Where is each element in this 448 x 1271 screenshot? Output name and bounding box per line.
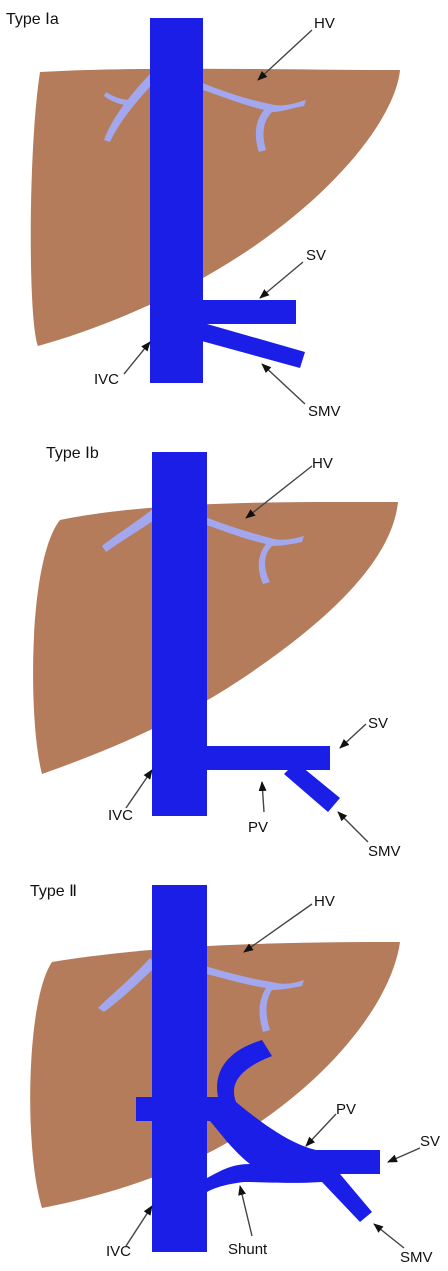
- pointer-ivc: [126, 770, 152, 808]
- label-shunt: Shunt: [228, 1241, 268, 1258]
- pointer-ivc: [126, 1206, 152, 1246]
- pointer-pv: [262, 782, 264, 812]
- label-hv: HV: [314, 893, 335, 910]
- panel-type-ii: Type Ⅱ HV PV SV IVC Shunt SMV: [30, 883, 440, 1266]
- inferior-vena-cava: [152, 885, 207, 1252]
- panel-type-ia: Type Ⅰa HV SV IVC SMV: [6, 11, 400, 420]
- inferior-vena-cava: [152, 452, 207, 816]
- label-hv: HV: [312, 455, 333, 472]
- pointer-sv: [388, 1148, 420, 1162]
- label-sv: SV: [420, 1133, 440, 1150]
- panel-title: Type Ⅱ: [30, 883, 77, 900]
- label-pv: PV: [336, 1101, 356, 1118]
- label-ivc: IVC: [106, 1243, 131, 1260]
- label-ivc: IVC: [108, 807, 133, 824]
- pointer-pv: [306, 1114, 336, 1146]
- label-sv: SV: [368, 715, 388, 732]
- pointer-smv: [374, 1224, 404, 1248]
- pointer-ivc: [124, 342, 150, 374]
- pointer-sv: [340, 724, 366, 748]
- panel-type-ib: Type Ⅰb HV SV IVC PV SMV: [33, 445, 400, 860]
- splenic-vein: [200, 300, 296, 324]
- label-hv: HV: [314, 15, 335, 32]
- panel-title: Type Ⅰb: [46, 445, 99, 462]
- pointer-sv: [260, 262, 303, 298]
- label-pv: PV: [248, 819, 268, 836]
- pointer-smv: [338, 812, 368, 842]
- label-ivc: IVC: [94, 371, 119, 388]
- liver: [33, 502, 398, 774]
- pointer-shunt: [240, 1186, 252, 1236]
- pointer-smv: [262, 364, 305, 404]
- splenic-vein: [204, 746, 330, 770]
- label-smv: SMV: [400, 1249, 433, 1266]
- superior-mesenteric-vein: [198, 322, 305, 368]
- label-smv: SMV: [308, 403, 341, 420]
- label-sv: SV: [306, 247, 326, 264]
- panel-title: Type Ⅰa: [6, 11, 59, 28]
- inferior-vena-cava: [150, 18, 203, 383]
- label-smv: SMV: [368, 843, 401, 860]
